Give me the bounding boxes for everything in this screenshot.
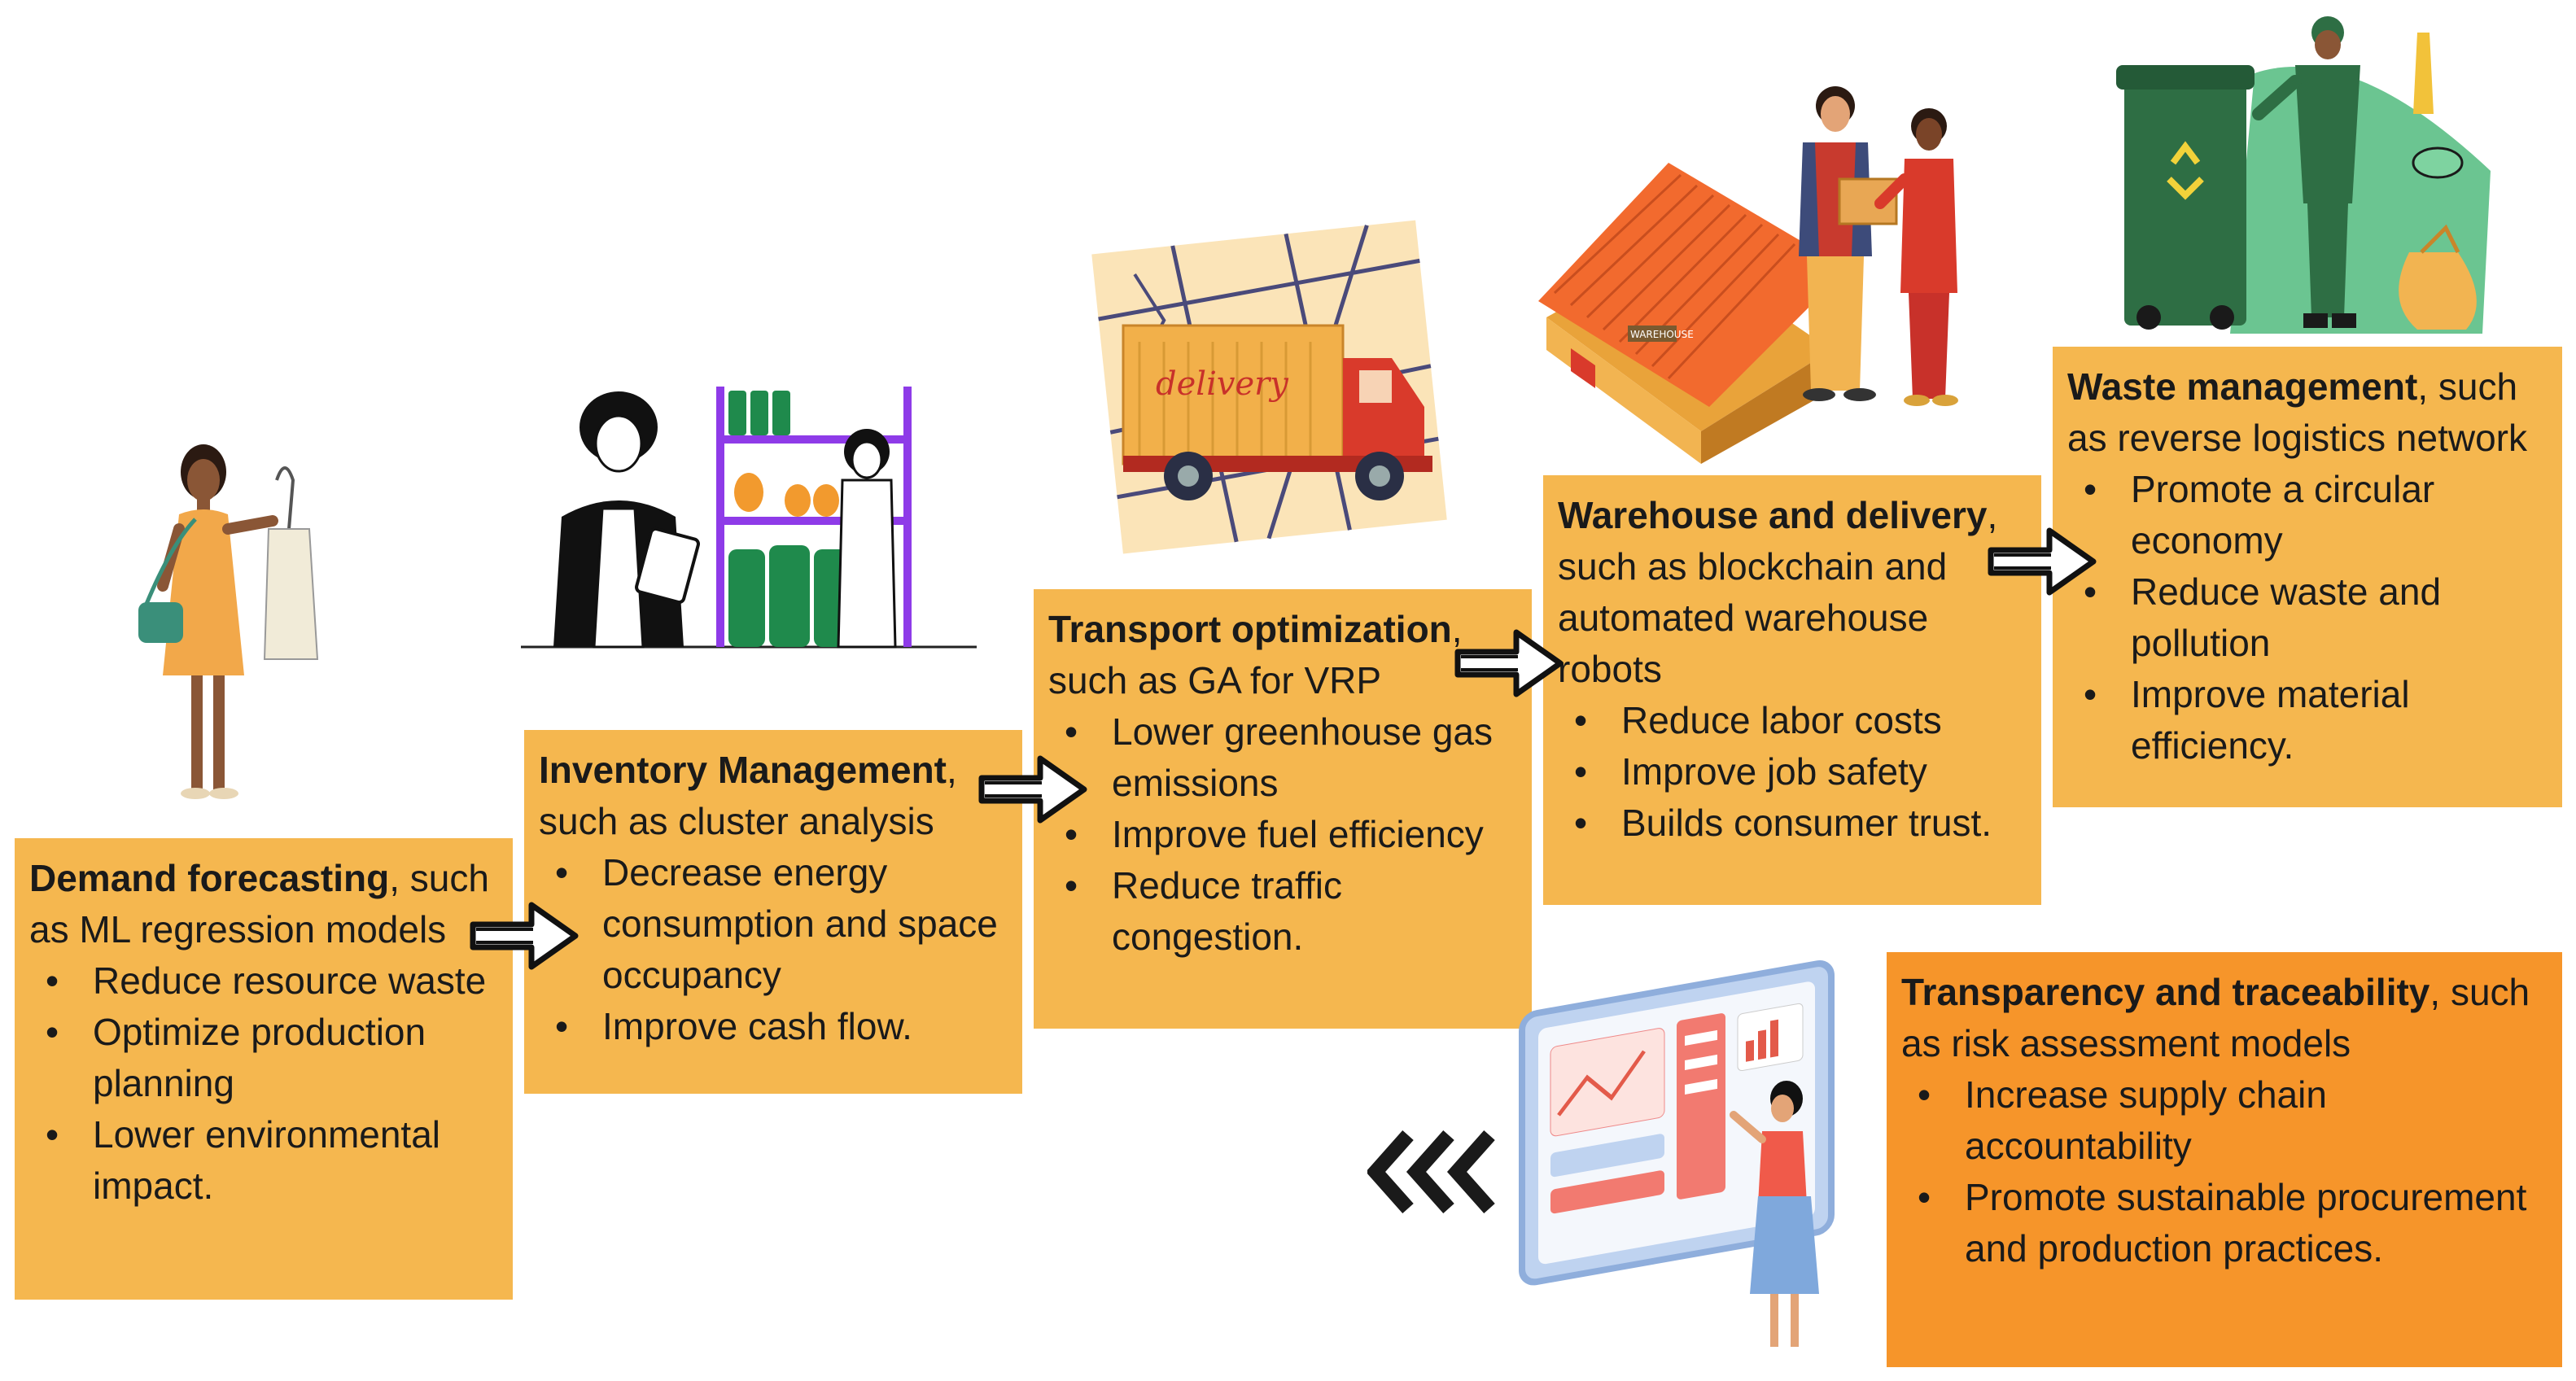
stage-bullet: Reduce waste and pollution	[2084, 566, 2548, 669]
stage-bullet: Improve cash flow.	[555, 1001, 1008, 1052]
flow-arrow-icon	[1988, 527, 2097, 596]
stage-bullet: Lower greenhouse gas emissions	[1065, 706, 1517, 809]
stage-subtitle: , such as risk assessment models	[1901, 971, 2530, 1064]
stage-title: Demand forecasting	[29, 857, 390, 899]
stage-title: Transport optimization	[1048, 608, 1452, 650]
stage-bullet: Increase supply chain accountability	[1918, 1069, 2548, 1172]
stage-title: Waste management	[2067, 365, 2418, 408]
stage-demand-box: Demand forecasting, such as ML regressio…	[15, 838, 513, 1300]
stage-bullet: Improve job safety	[1574, 746, 2027, 798]
stage-subtitle: , such as reverse logistics network	[2067, 365, 2527, 459]
flow-arrow-icon	[470, 902, 579, 970]
stage-warehouse-box: Warehouse and delivery, such as blockcha…	[1543, 475, 2041, 905]
stage-waste-box: Waste management, such as reverse logist…	[2053, 347, 2562, 807]
waste-management-illustration	[2116, 16, 2491, 334]
warehouse-sign: WAREHOUSE	[1630, 329, 1694, 340]
stage-inventory-box: Inventory Management, such as cluster an…	[524, 730, 1022, 1094]
inventory-shelf-illustration	[521, 387, 977, 649]
stage-bullet: Builds consumer trust.	[1574, 798, 2027, 849]
triple-chevron-left-icon	[1367, 1130, 1495, 1213]
stage-bullet: Promote a circular economy	[2084, 464, 2548, 566]
stage-transport-box: Transport optimization, such as GA for V…	[1034, 589, 1532, 1029]
flow-arrow-icon	[1454, 629, 1564, 697]
stage-transparency-box: Transparency and traceability, such as r…	[1887, 952, 2562, 1367]
stage-subtitle: , such as cluster analysis	[539, 749, 957, 842]
stage-bullet: Lower environmental impact.	[46, 1109, 498, 1212]
stage-bullet: Reduce resource waste	[46, 955, 498, 1007]
stage-title: Transparency and traceability	[1901, 971, 2430, 1013]
stage-title: Warehouse and delivery	[1558, 494, 1988, 536]
stage-bullet: Reduce labor costs	[1574, 695, 2027, 746]
delivery-truck-map-illustration: delivery	[1091, 220, 1447, 554]
stage-title: Inventory Management	[539, 749, 947, 791]
stage-bullet: Improve material efficiency.	[2084, 669, 2548, 771]
flow-arrow-icon	[978, 755, 1087, 824]
stage-bullet: Optimize production planning	[46, 1007, 498, 1109]
stage-bullet: Reduce traffic congestion.	[1065, 860, 1517, 963]
stage-subtitle: , such as GA for VRP	[1048, 608, 1463, 701]
truck-label: delivery	[1156, 365, 1289, 403]
woman-shopping-illustration	[138, 444, 319, 799]
stage-bullet: Improve fuel efficiency	[1065, 809, 1517, 860]
stage-subtitle: , such as blockchain and automated wareh…	[1558, 494, 1998, 690]
stage-bullet: Promote sustainable procurement and prod…	[1918, 1172, 2548, 1274]
dashboard-analytics-illustration	[1519, 960, 1835, 1347]
stage-subtitle: , such as ML regression models	[29, 857, 489, 951]
warehouse-delivery-illustration: WAREHOUSE	[1538, 86, 1958, 464]
stage-bullet: Decrease energy consumption and space oc…	[555, 847, 1008, 1001]
